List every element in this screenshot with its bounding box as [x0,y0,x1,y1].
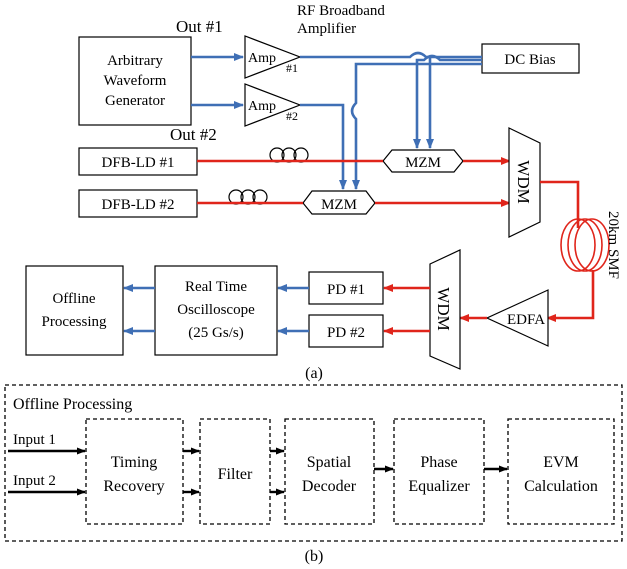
wdm-to-smf [540,180,580,228]
scope-label-1: Real Time [185,279,247,295]
input1-label: Input 1 [13,432,56,448]
mzm2-label: MZM [321,197,357,213]
wdm-demux-label: WDM [434,287,453,330]
dc-bias-to-mzm2 [350,62,482,190]
pd1-box [308,271,384,305]
wdm-mux-label: WDM [514,160,533,203]
phase-equalizer-label-1: Phase [420,454,457,471]
dc-bias-label: DC Bias [504,52,555,68]
pd2-label: PD #2 [327,325,365,341]
wdm-demux [429,249,461,370]
amp2-number: #2 [286,109,298,123]
caption-a: (a) [305,365,323,382]
offline-box [25,265,124,356]
timing-recovery-label-2: Recovery [103,478,164,495]
spatial-decoder-block [284,418,375,525]
wdm-mux [508,127,541,238]
setup-part-b: Offline Processing Input 1 Input 2 Timin… [4,384,623,565]
timing-recovery-block [85,418,184,525]
evm-calculation-block [507,418,615,525]
pd2-box [308,314,384,348]
mzm1-label: MZM [405,155,441,171]
edfa-triangle [485,289,549,347]
dfb1-label: DFB-LD #1 [102,155,175,171]
amp1-label: Amp [248,51,276,66]
awg-label-1: Arbitrary [107,53,163,69]
spatial-decoder-label-2: Decoder [302,478,357,495]
amp1-triangle [244,35,302,79]
smf-to-edfa [546,270,595,322]
scope-label-2: Oscilloscope [177,302,255,318]
evm-calculation-label-2: Calculation [524,478,598,495]
smf-label: 20km SMF [605,211,621,279]
caption-b: (b) [305,548,324,565]
awg-box [78,36,192,126]
spatial-decoder-label-1: Spatial [307,454,352,471]
dc-bias-to-mzm1 [413,54,482,149]
pd1-label: PD #1 [327,282,365,298]
offline-processing-title: Offline Processing [13,396,132,413]
amp2-to-mzm2 [300,103,347,190]
awg-label-2: Waveform [104,73,167,89]
edfa-label: EDFA [507,312,545,328]
awg-label-3: Generator [105,93,165,109]
filter-block [199,418,271,525]
filter-label: Filter [218,466,253,483]
scope-label-3: (25 Gs/s) [188,325,243,341]
evm-calculation-label-1: EVM [543,454,579,471]
phase-equalizer-label-2: Equalizer [408,478,470,495]
smf-spool [560,218,610,272]
out1-label: Out #1 [176,17,223,36]
dc-bias-box [481,43,580,74]
timing-recovery-label-1: Timing [111,454,158,471]
rf-amp-label-1: RF Broadband [297,3,385,19]
amp2-triangle [244,83,302,127]
phase-equalizer-block [393,418,485,525]
rf-amp-label-2: Amplifier [297,21,356,37]
offline-label-2: Processing [42,314,107,330]
setup-part-a: Arbitrary Waveform Generator Out #1 Out … [25,3,621,382]
scope-box [154,265,278,356]
offline-label-1: Offline [52,291,95,307]
dfb2-label: DFB-LD #2 [102,197,175,213]
amp1-number: #1 [286,61,298,75]
input2-label: Input 2 [13,473,56,489]
amp2-label: Amp [248,99,276,114]
amp1-output [300,51,482,59]
out2-label: Out #2 [170,125,217,144]
